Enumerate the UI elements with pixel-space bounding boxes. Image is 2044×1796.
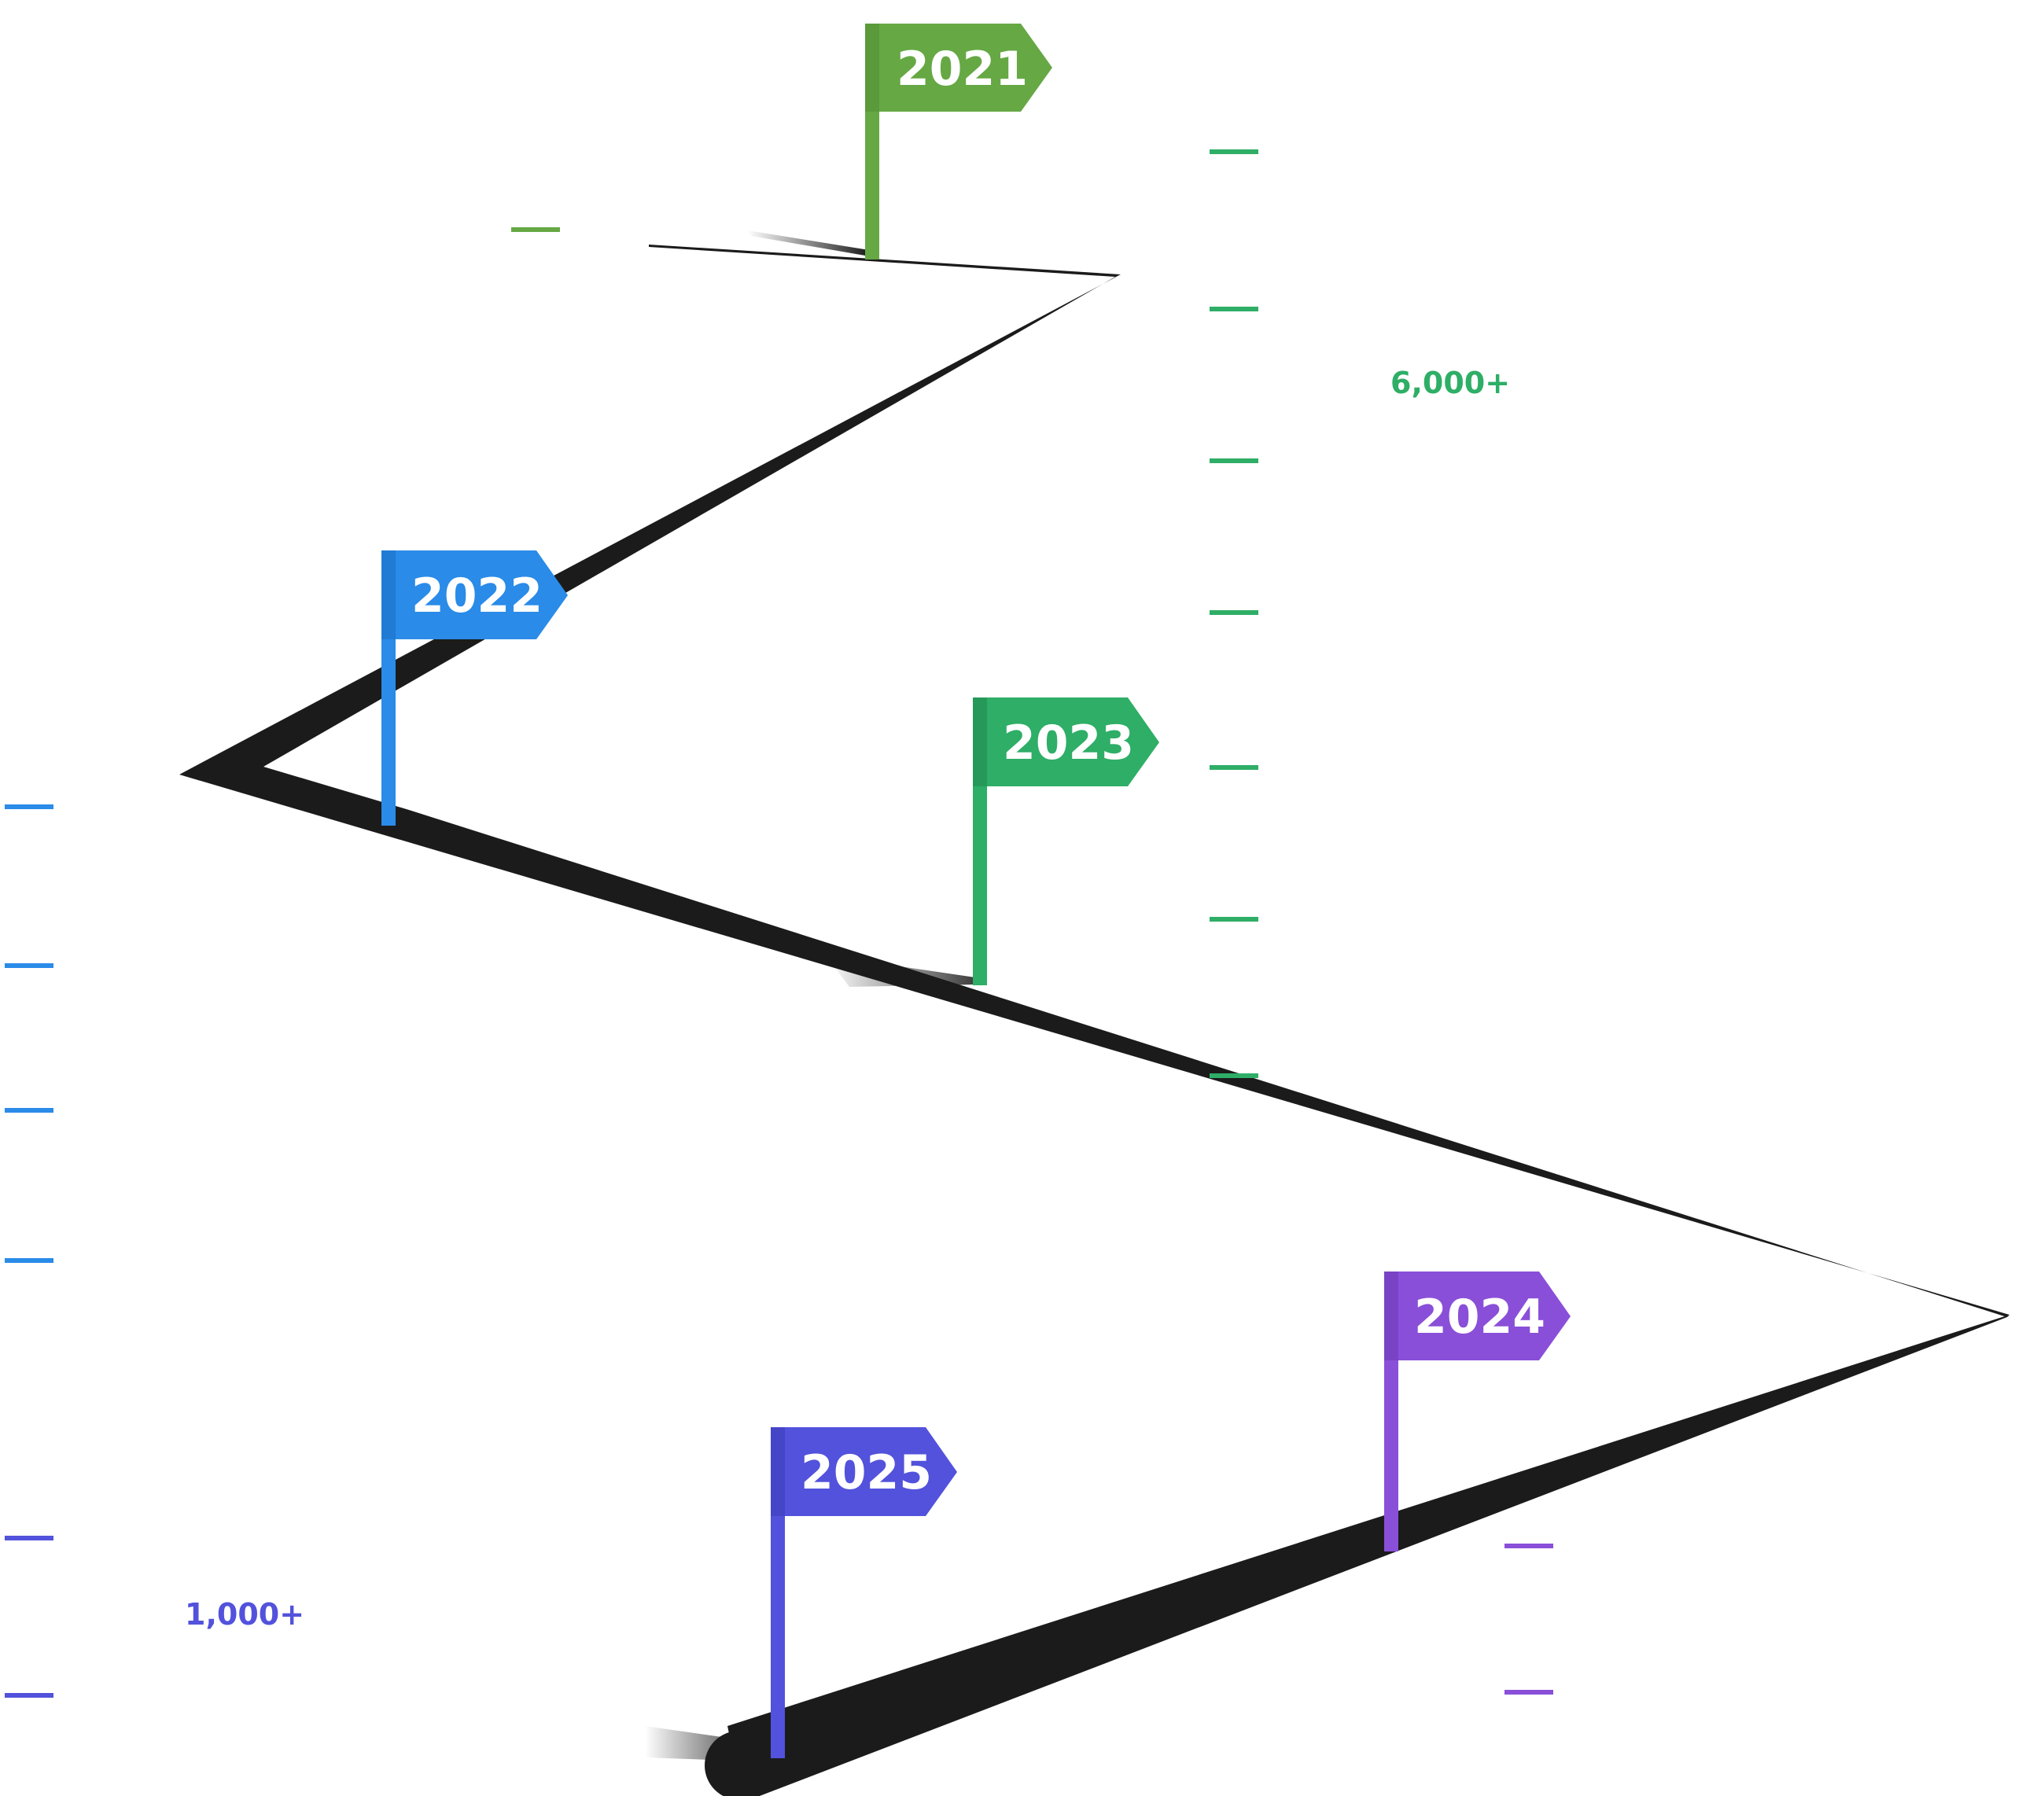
tick-marks	[5, 149, 1553, 1698]
flag-banner-edge	[771, 1427, 785, 1516]
milestone-flag-2022: 2022	[381, 550, 568, 826]
road	[179, 230, 2009, 1796]
tick-purple	[1504, 1544, 1553, 1548]
tick-indigo	[5, 1536, 53, 1540]
flag-banner-edge	[865, 24, 879, 112]
tick-blue	[5, 963, 53, 968]
tick-green	[1210, 458, 1258, 463]
road-mid-fade	[826, 955, 975, 987]
road-segment-1	[649, 245, 1121, 277]
tick-green	[1210, 307, 1258, 311]
tick-green	[1210, 1073, 1258, 1078]
tick-green	[1210, 917, 1258, 922]
road-start-fade	[747, 230, 869, 256]
stat-left-bottom: 1,000+	[185, 1597, 304, 1632]
milestone-flag-2025: 2025	[771, 1427, 957, 1758]
tick-blue	[5, 1258, 53, 1263]
flag-banner	[771, 1427, 957, 1516]
road-segment-4	[727, 1315, 2009, 1796]
flag-banner	[865, 24, 1052, 112]
flag-banner-edge	[973, 697, 987, 786]
tick-green	[1210, 610, 1258, 615]
milestone-flag-2024: 2024	[1384, 1272, 1571, 1551]
road-end-fade	[645, 1726, 755, 1761]
flag-year-label: 2022	[411, 569, 543, 624]
road-segment-3	[179, 763, 2009, 1317]
milestone-flag-2021: 2021	[865, 24, 1052, 259]
flag-year-label: 2021	[897, 42, 1028, 97]
road-segment-2	[179, 274, 1121, 775]
tick-green-light	[511, 227, 560, 232]
flag-year-label: 2025	[801, 1445, 932, 1500]
tick-blue	[5, 804, 53, 809]
tick-green	[1210, 149, 1258, 154]
tick-purple	[1504, 1690, 1553, 1695]
flag-banner	[1384, 1272, 1571, 1360]
tick-blue	[5, 1108, 53, 1113]
flag-banner	[973, 697, 1159, 786]
stat-right-top: 6,000+	[1390, 366, 1510, 400]
flag-banner	[381, 550, 568, 639]
tick-indigo	[5, 1693, 53, 1698]
flag-banner-edge	[381, 550, 396, 639]
flag-year-label: 2023	[1003, 716, 1134, 771]
milestone-flag-2023: 2023	[973, 697, 1159, 985]
tick-green	[1210, 765, 1258, 770]
flag-banner-edge	[1384, 1272, 1398, 1360]
flag-year-label: 2024	[1414, 1290, 1545, 1345]
